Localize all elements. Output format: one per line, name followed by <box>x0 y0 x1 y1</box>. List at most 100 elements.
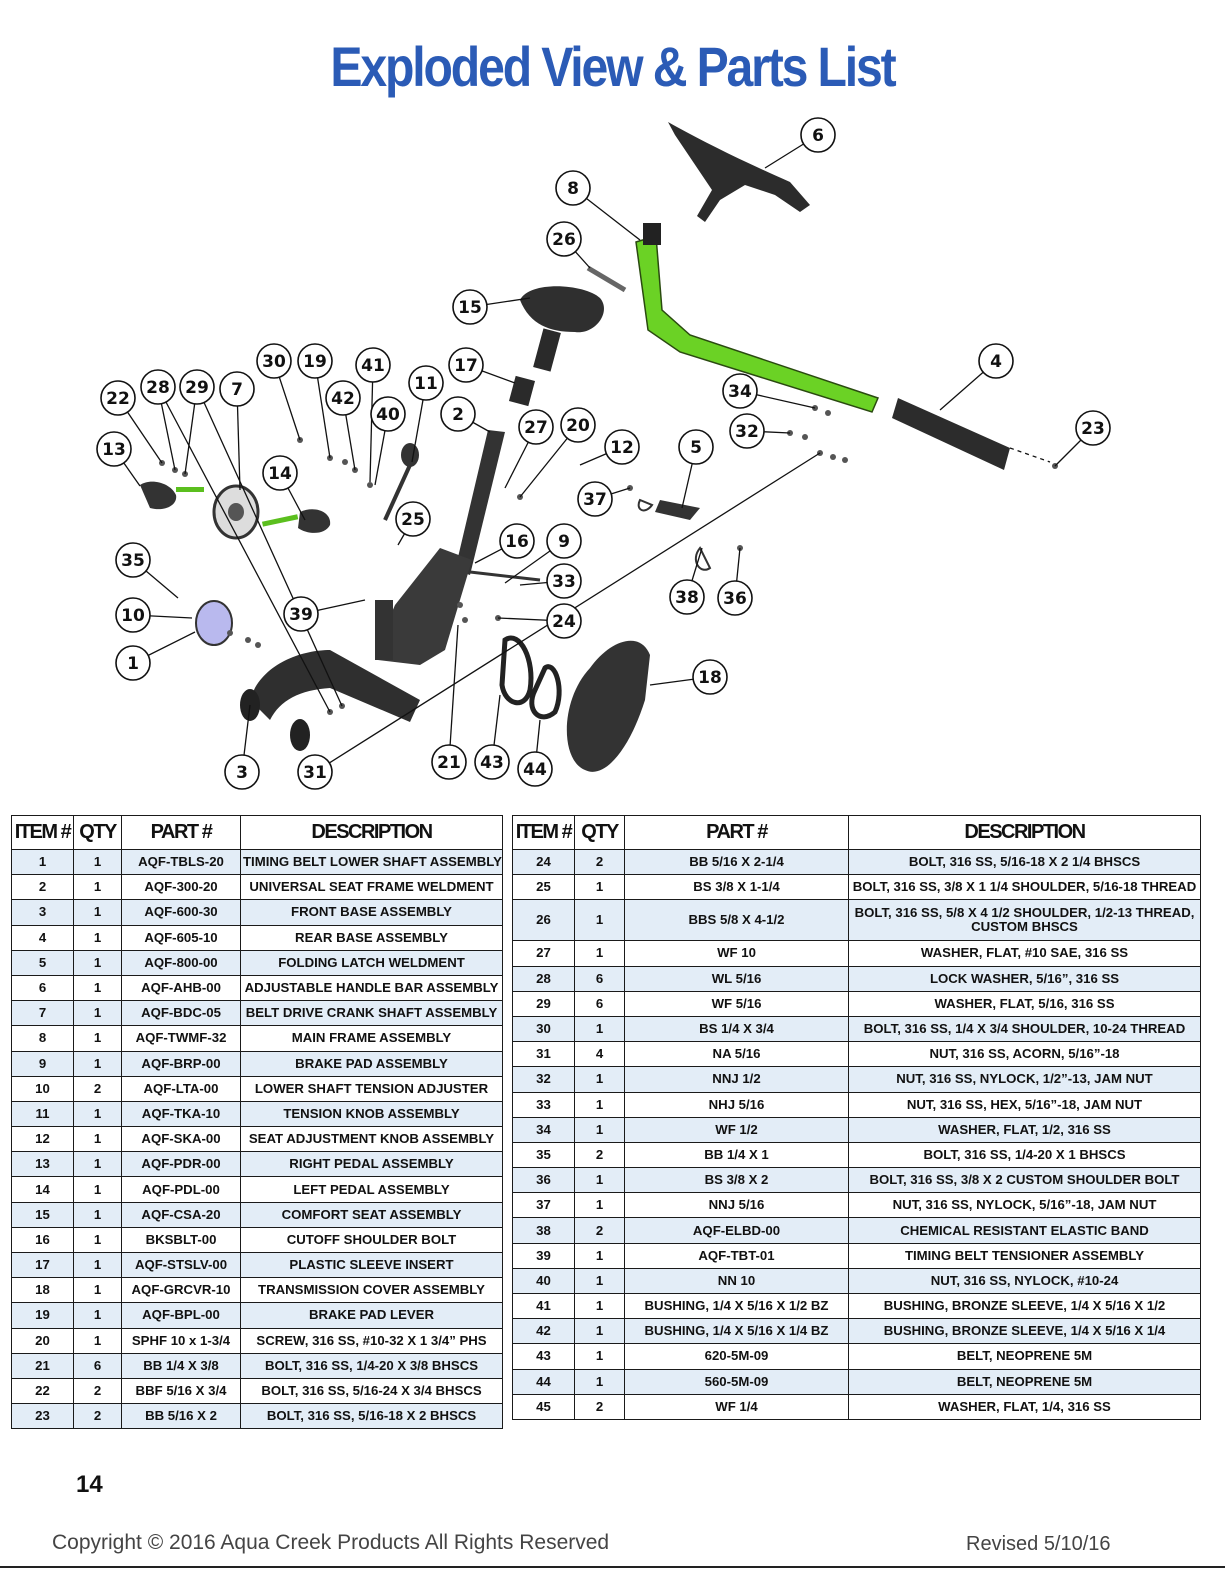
leader-line <box>369 364 374 483</box>
column-header-qty: QTY <box>574 815 625 850</box>
cell-qty: 1 <box>73 1302 122 1329</box>
cell-part: AQF-800-00 <box>121 949 241 976</box>
callout-20: 20 <box>560 407 596 443</box>
leader-line <box>157 386 331 713</box>
cell-part: AQF-TBLS-20 <box>121 848 241 876</box>
cell-description: WASHER, FLAT, 1/2, 316 SS <box>848 1116 1201 1143</box>
cell-part: 620-5M-09 <box>624 1343 849 1370</box>
cell-description: CUTOFF SHOULDER BOLT <box>240 1226 503 1254</box>
rear-base-shape <box>892 398 1010 470</box>
callout-7: 7 <box>219 371 255 407</box>
cell-description: BOLT, 316 SS, 3/8 X 1 1/4 SHOULDER, 5/16… <box>848 874 1201 901</box>
page-title: Exploded View & Parts List <box>330 35 896 98</box>
cell-qty: 1 <box>574 1015 625 1043</box>
cell-description: FRONT BASE ASSEMBLY <box>240 899 503 926</box>
cell-description: BELT DRIVE CRANK SHAFT ASSEMBLY <box>240 1000 503 1027</box>
callout-circle <box>179 369 215 405</box>
callout-circle <box>546 603 582 639</box>
cell-part: BKSBLT-00 <box>121 1226 241 1254</box>
callout-circle <box>395 501 431 537</box>
cell-description: BOLT, 316 SS, 1/4-20 X 3/8 BHSCS <box>240 1352 503 1379</box>
cell-description: BUSHING, BRONZE SLEEVE, 1/4 X 5/16 X 1/2 <box>848 1292 1201 1320</box>
callout-26: 26 <box>546 221 582 257</box>
cell-part: BUSHING, 1/4 X 5/16 X 1/2 BZ <box>624 1292 849 1320</box>
callout-36: 36 <box>717 580 753 616</box>
cell-description: NUT, 316 SS, ACORN, 5/16”-18 <box>848 1041 1201 1068</box>
callout-14: 14 <box>262 455 298 491</box>
cell-part: NNJ 5/16 <box>624 1192 849 1219</box>
cell-part: AQF-GRCVR-10 <box>121 1277 241 1304</box>
callout-25: 25 <box>395 501 431 537</box>
callout-circle <box>283 596 319 632</box>
cell-part: AQF-TKA-10 <box>121 1100 241 1128</box>
callout-circle <box>100 380 136 416</box>
cell-item: 23 <box>11 1403 74 1430</box>
callout-circle <box>518 409 554 445</box>
cell-description: NUT, 316 SS, NYLOCK, 5/16”-18, JAM NUT <box>848 1192 1201 1219</box>
callout-label: 24 <box>552 612 576 632</box>
cell-description: BRAKE PAD LEVER <box>240 1302 503 1329</box>
cell-description: TIMING BELT LOWER SHAFT ASSEMBLY <box>240 848 503 876</box>
callout-33: 33 <box>546 563 582 599</box>
callout-label: 37 <box>583 490 607 510</box>
cell-item: 41 <box>512 1292 575 1320</box>
cell-description: UNIVERSAL SEAT FRAME WELDMENT <box>240 874 503 901</box>
cell-item: 2 <box>11 874 74 901</box>
cell-qty: 1 <box>574 1091 625 1118</box>
cell-qty: 1 <box>574 1292 625 1320</box>
callout-circle <box>96 431 132 467</box>
cell-qty: 2 <box>73 1403 122 1430</box>
transmission-cover-shape <box>566 640 650 772</box>
callout-circle <box>297 343 333 379</box>
front-base-shape <box>250 650 420 722</box>
cell-qty: 1 <box>574 1242 625 1269</box>
cell-qty: 1 <box>73 1176 122 1203</box>
cell-item: 13 <box>11 1151 74 1178</box>
callout-label: 43 <box>480 753 504 773</box>
copyright-text: Copyright © 2016 Aqua Creek Products All… <box>52 1531 610 1554</box>
callout-label: 36 <box>723 589 747 609</box>
cell-item: 6 <box>11 974 74 1002</box>
cell-description: NUT, 316 SS, HEX, 5/16”-18, JAM NUT <box>848 1091 1201 1118</box>
callout-circle <box>517 751 553 787</box>
cell-qty: 1 <box>73 974 122 1002</box>
cell-qty: 1 <box>574 899 625 942</box>
callout-38: 38 <box>669 579 705 615</box>
column-header-item: ITEM # <box>11 815 74 850</box>
callout-6: 6 <box>800 117 836 153</box>
callout-circle <box>431 744 467 780</box>
cell-qty: 1 <box>73 848 122 876</box>
callout-label: 2 <box>452 405 464 425</box>
cell-item: 40 <box>512 1267 575 1295</box>
callout-21: 21 <box>431 744 467 780</box>
callout-16: 16 <box>499 523 535 559</box>
cell-part: BB 1/4 X 3/8 <box>121 1352 241 1379</box>
cell-part: AQF-ELBD-00 <box>624 1217 849 1244</box>
cell-item: 31 <box>512 1041 575 1068</box>
seat-frame-shape <box>455 430 505 575</box>
callout-circle <box>219 371 255 407</box>
cell-part: AQF-BDC-05 <box>121 1000 241 1027</box>
cell-qty: 6 <box>73 1352 122 1379</box>
cell-description: REAR BASE ASSEMBLY <box>240 924 503 951</box>
cell-description: WASHER, FLAT, #10 SAE, 316 SS <box>848 940 1201 967</box>
callout-label: 15 <box>458 298 482 318</box>
cell-part: 560-5M-09 <box>624 1368 849 1395</box>
callout-35: 35 <box>115 542 151 578</box>
callout-circle <box>115 645 151 681</box>
callout-circle <box>692 659 728 695</box>
cell-part: NNJ 1/2 <box>624 1066 849 1093</box>
